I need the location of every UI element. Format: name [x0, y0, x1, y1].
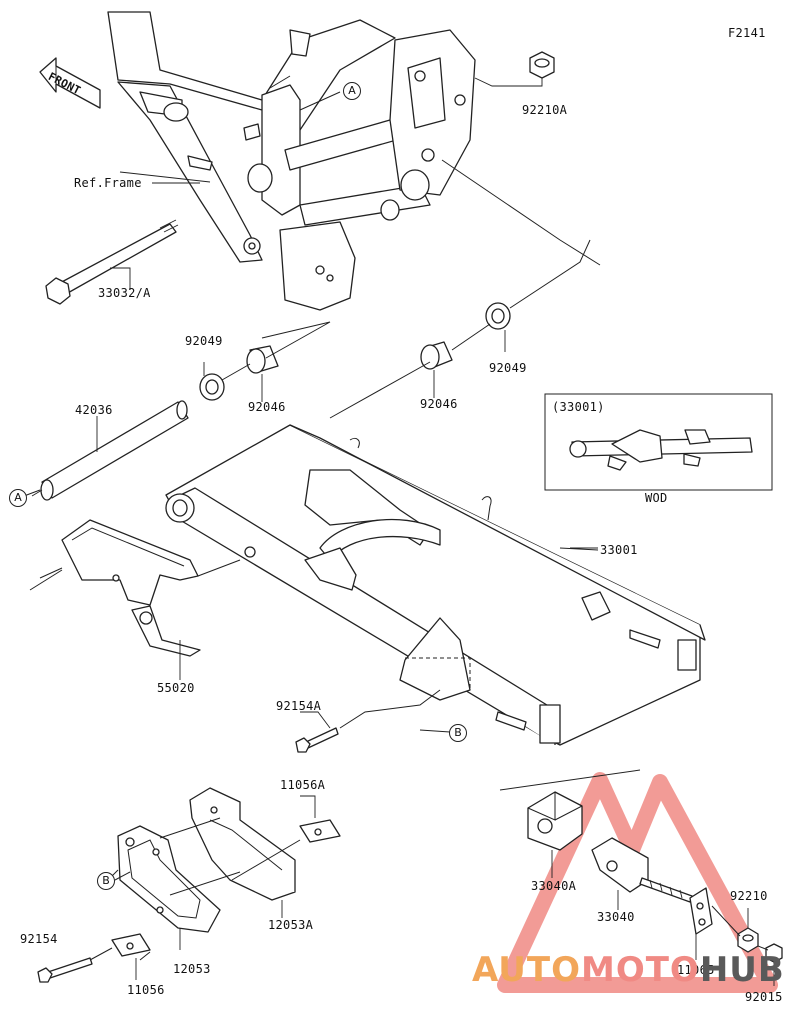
watermark-triangle	[497, 772, 778, 993]
axis-line-right	[329, 239, 591, 419]
inset-caption: WOD	[645, 491, 668, 505]
nut-92015	[765, 943, 783, 986]
part-92046-right[interactable]: 92046	[420, 397, 458, 411]
seal-92049-left	[199, 362, 225, 401]
inset-33001-wod	[544, 393, 773, 491]
adjuster-33040A	[499, 769, 641, 878]
part-92046-left[interactable]: 92046	[248, 400, 286, 414]
leader-callout-b	[419, 729, 451, 733]
axis-line-left	[221, 321, 331, 381]
watermark-moto: MOTO	[580, 950, 700, 990]
guide-12053A	[189, 787, 296, 918]
collar-42036	[31, 400, 189, 501]
part-11056A[interactable]: 11056A	[280, 778, 326, 792]
part-33001[interactable]: 33001	[600, 543, 638, 557]
part-92210A[interactable]: 92210A	[522, 103, 568, 117]
chain-slider-55020	[29, 519, 241, 680]
watermark-logo: AUTOMOTOHUB	[472, 950, 785, 990]
bearing-92046-left	[246, 345, 279, 402]
part-92049-left[interactable]: 92049	[185, 334, 223, 348]
part-92210[interactable]: 92210	[730, 889, 768, 903]
part-11056[interactable]: 11056	[127, 983, 165, 997]
part-92154[interactable]: 92154	[20, 932, 58, 946]
nut-92210A	[474, 51, 555, 87]
callout-b-lower: B	[97, 872, 115, 890]
bolt-92154A	[295, 689, 441, 753]
callout-b-mid: B	[449, 724, 467, 742]
inset-title: (33001)	[552, 400, 605, 414]
callout-a-top: A	[343, 82, 361, 100]
part-92015[interactable]: 92015	[745, 990, 783, 1004]
figure-code: F2141	[728, 26, 766, 40]
part-55020[interactable]: 55020	[157, 681, 195, 695]
bearing-92046-right	[420, 341, 453, 398]
part-33032A[interactable]: 33032/A	[98, 286, 151, 300]
part-11065[interactable]: 11065	[677, 963, 715, 977]
part-92154A[interactable]: 92154A	[276, 699, 322, 713]
frame-to-seal-line	[441, 159, 601, 266]
callout-a-left: A	[9, 489, 27, 507]
leader-callout-b-lower	[114, 871, 131, 881]
part-33040[interactable]: 33040	[597, 910, 635, 924]
watermark-auto: AUTO	[472, 950, 581, 990]
plate-11056A	[299, 795, 341, 843]
frame-drawing	[107, 11, 476, 311]
swingarm-33001	[165, 424, 706, 746]
part-12053A[interactable]: 12053A	[268, 918, 314, 932]
part-33040A[interactable]: 33040A	[531, 879, 577, 893]
adjuster-assembly-lines	[711, 905, 769, 951]
leader-callout-a-top	[299, 91, 341, 111]
seal-92049-right	[485, 302, 511, 352]
adjuster-bolt	[639, 877, 693, 903]
guide-12053	[117, 825, 221, 950]
guide-assembly-lines	[107, 817, 301, 961]
part-12053[interactable]: 12053	[173, 962, 211, 976]
part-42036[interactable]: 42036	[75, 403, 113, 417]
plate-11056	[111, 933, 151, 980]
ref-frame-label: Ref.Frame	[74, 176, 142, 190]
pivot-bolt-33032A	[45, 219, 179, 305]
part-92049-right[interactable]: 92049	[489, 361, 527, 375]
front-arrow-icon	[39, 57, 101, 109]
plate-11065	[689, 887, 713, 960]
leader-33001	[559, 547, 599, 551]
watermark-hub: HUB	[699, 950, 785, 990]
bolt-92154	[37, 947, 113, 983]
